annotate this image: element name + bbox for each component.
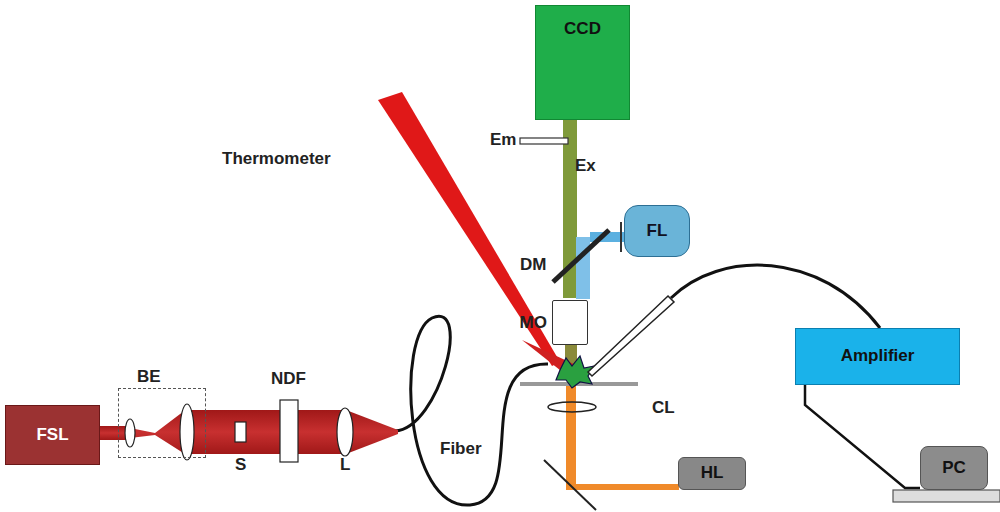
filter-label: Em: [490, 131, 516, 150]
expander-lens: [125, 419, 135, 447]
cable: [805, 385, 920, 488]
condenser-lens: [548, 402, 596, 412]
filter-label: Ex: [575, 157, 596, 176]
microscope-objective: MO: [552, 300, 588, 345]
electrode-wire: [671, 265, 880, 328]
emission-filter: [520, 138, 568, 144]
laser-beam: [100, 426, 126, 440]
node-label: CCD: [564, 20, 601, 39]
fiber-label: Fiber: [440, 440, 482, 459]
focusing-lens: [337, 408, 353, 456]
excitation-filter: [620, 222, 622, 252]
shutter: [235, 422, 246, 442]
expander-lens: [180, 404, 194, 460]
node-label: MO: [520, 313, 547, 332]
shutter-label: S: [235, 456, 246, 475]
amplifier-box: Amplifier: [795, 328, 960, 385]
dichroic-mirror: [553, 230, 609, 282]
pc-base: [893, 490, 1000, 502]
node-label: HL: [701, 464, 724, 483]
halogen-lamp: HL: [678, 457, 746, 490]
optical-fiber: [395, 316, 548, 505]
node-label: FSL: [36, 426, 68, 445]
filter-label: NDF: [271, 370, 306, 389]
pc-box: PC: [920, 446, 988, 490]
electrode-pipette: [588, 296, 674, 376]
node-label: BE: [137, 368, 161, 387]
beam-expander: BE: [118, 388, 206, 458]
lens-label: L: [340, 456, 350, 475]
node-label: PC: [942, 459, 966, 478]
laser-beam-expand: [130, 408, 188, 456]
halogen-beam-horizontal: [571, 484, 679, 490]
laser-beam-wide: [188, 410, 346, 454]
lens-label: CL: [652, 399, 675, 418]
laser-beam-focus: [346, 410, 398, 454]
node-label: FL: [647, 222, 668, 241]
thermometer-probe: [378, 92, 560, 366]
fluorescence-lamp: FL: [624, 205, 690, 257]
node-label: Amplifier: [841, 347, 915, 366]
laser-source: FSL: [5, 405, 100, 465]
nd-filter: [280, 400, 298, 462]
thermometer-label: Thermometer: [222, 150, 331, 169]
ccd-camera: CCD: [535, 5, 630, 120]
mirror-label: DM: [520, 256, 546, 275]
mirror: [544, 460, 596, 510]
